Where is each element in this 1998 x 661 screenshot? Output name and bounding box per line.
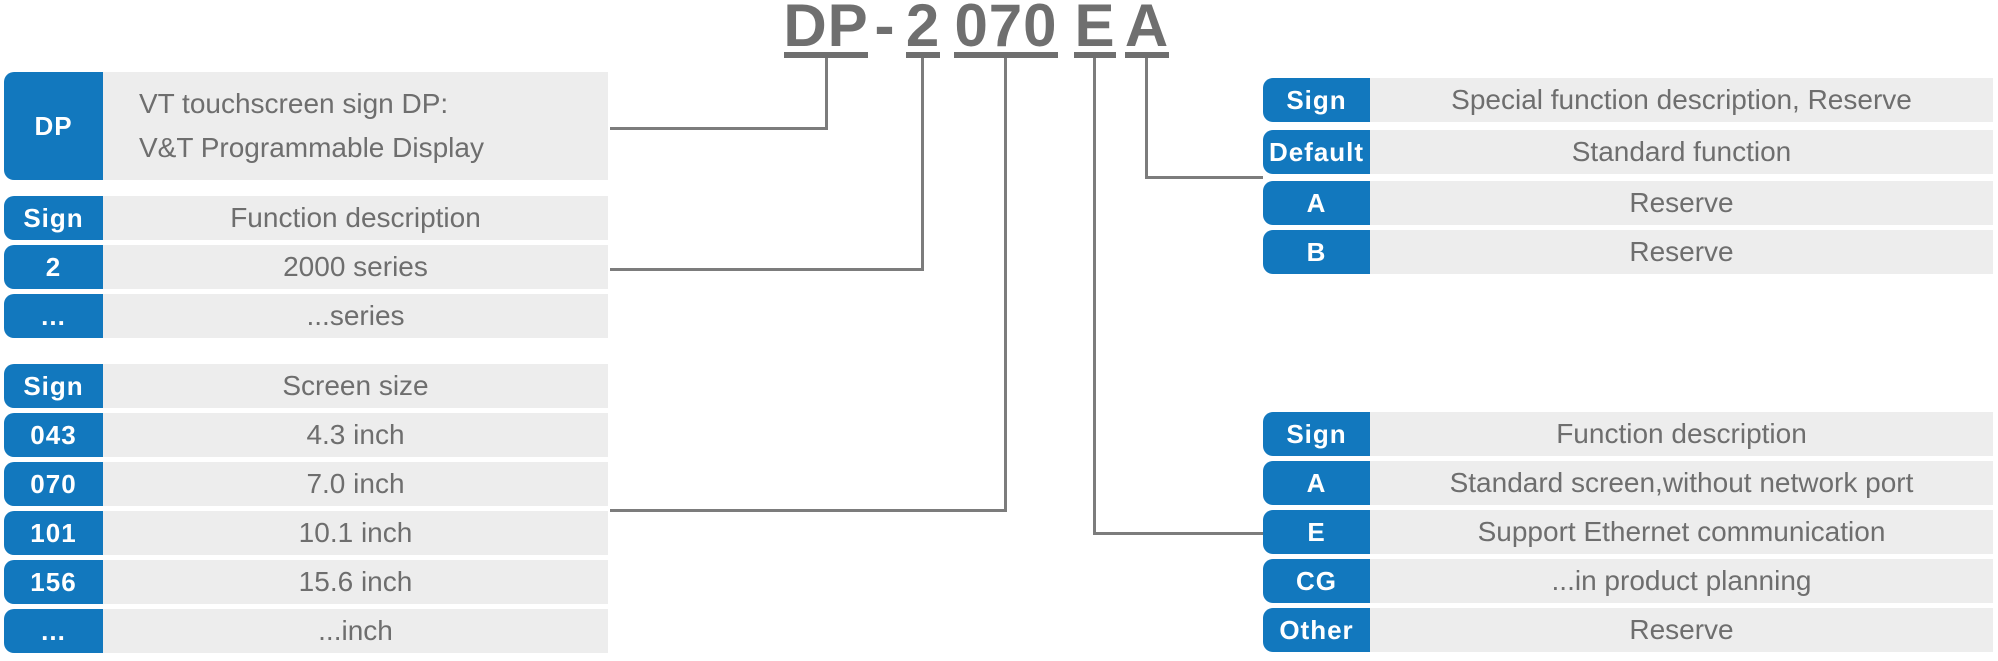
sign-badge: B (1263, 230, 1370, 274)
description-cell: Function description (1370, 412, 1993, 456)
size-row-156: 156 15.6 inch (4, 560, 608, 604)
sign-badge: Sign (1263, 412, 1370, 456)
sign-badge: 043 (4, 413, 103, 457)
model-code-text: E (1074, 0, 1116, 59)
function-row-cg: CG ...in product planning (1263, 559, 1993, 603)
model-code-part-function: E (1070, 0, 1120, 66)
connector-line-special-h (1145, 176, 1263, 179)
sign-badge: E (1263, 510, 1370, 554)
description-cell: Screen size (103, 364, 608, 408)
description-cell: 10.1 inch (103, 511, 608, 555)
connector-line-function-h (1093, 532, 1263, 535)
size-row-043: 043 4.3 inch (4, 413, 608, 457)
model-code-dash: - (868, 0, 902, 66)
description-cell: VT touchscreen sign DP: V&T Programmable… (103, 72, 608, 180)
function-row-a: A Standard screen,without network port (1263, 461, 1993, 505)
sign-badge: A (1263, 181, 1370, 225)
description-cell: Reserve (1370, 608, 1993, 652)
sign-badge: Other (1263, 608, 1370, 652)
function-header-row: Sign Function description (1263, 412, 1993, 456)
description-cell: Reserve (1370, 181, 1993, 225)
model-code-part-special: A (1121, 0, 1173, 66)
prefix-desc-line1: VT touchscreen sign DP: (139, 88, 449, 119)
description-cell: 4.3 inch (103, 413, 608, 457)
description-cell: Function description (103, 196, 608, 240)
size-row-101: 101 10.1 inch (4, 511, 608, 555)
sign-badge: ... (4, 294, 103, 338)
model-code-text: 070 (954, 0, 1058, 59)
sign-badge: ... (4, 609, 103, 653)
connector-line-size-v (1004, 58, 1007, 512)
part-underline (906, 52, 940, 58)
description-cell: ...in product planning (1370, 559, 1993, 603)
model-code-text: DP (783, 0, 869, 59)
description-cell: Support Ethernet communication (1370, 510, 1993, 554)
description-cell: 7.0 inch (103, 462, 608, 506)
series-row-other: ... ...series (4, 294, 608, 338)
special-row-a: A Reserve (1263, 181, 1993, 225)
model-code-part-series: 2 (902, 0, 944, 66)
connector-line-prefix-h (610, 127, 828, 130)
description-cell: ...inch (103, 609, 608, 653)
sign-badge-dp: DP (4, 72, 103, 180)
description-cell: Special function description, Reserve (1370, 78, 1993, 122)
sign-badge: A (1263, 461, 1370, 505)
function-row-other: Other Reserve (1263, 608, 1993, 652)
description-cell: 2000 series (103, 245, 608, 289)
prefix-table-row: DP VT touchscreen sign DP: V&T Programma… (4, 72, 608, 180)
size-row-other: ... ...inch (4, 609, 608, 653)
sign-badge: 156 (4, 560, 103, 604)
part-underline (954, 52, 1058, 58)
series-header-row: Sign Function description (4, 196, 608, 240)
model-code-text: - (874, 0, 896, 59)
connector-line-size-h (610, 509, 1007, 512)
sign-badge: Sign (4, 196, 103, 240)
part-underline (1125, 52, 1169, 58)
sign-badge: Sign (4, 364, 103, 408)
sign-badge: Default (1263, 130, 1370, 174)
connector-line-series-v (921, 58, 924, 271)
description-cell: Standard screen,without network port (1370, 461, 1993, 505)
series-row-2: 2 2000 series (4, 245, 608, 289)
model-code-part-prefix: DP (780, 0, 872, 66)
model-code-part-size: 070 (950, 0, 1062, 66)
sign-badge: 070 (4, 462, 103, 506)
part-underline (784, 52, 868, 58)
sign-badge: 2 (4, 245, 103, 289)
description-cell: Standard function (1370, 130, 1993, 174)
sign-badge: 101 (4, 511, 103, 555)
prefix-desc-line2: V&T Programmable Display (139, 132, 484, 163)
description-cell: 15.6 inch (103, 560, 608, 604)
sign-badge: CG (1263, 559, 1370, 603)
sign-badge: Sign (1263, 78, 1370, 122)
size-header-row: Sign Screen size (4, 364, 608, 408)
special-header-row: Sign Special function description, Reser… (1263, 78, 1993, 122)
part-underline (1074, 52, 1116, 58)
connector-line-special-v (1145, 58, 1148, 179)
function-row-e: E Support Ethernet communication (1263, 510, 1993, 554)
connector-line-series-h (610, 268, 924, 271)
special-row-default: Default Standard function (1263, 130, 1993, 174)
model-code-text: A (1124, 0, 1170, 59)
size-row-070: 070 7.0 inch (4, 462, 608, 506)
description-cell: ...series (103, 294, 608, 338)
model-code-text: 2 (905, 0, 941, 59)
special-row-b: B Reserve (1263, 230, 1993, 274)
connector-line-prefix-v (825, 58, 828, 130)
description-cell: Reserve (1370, 230, 1993, 274)
connector-line-function-v (1093, 58, 1096, 535)
